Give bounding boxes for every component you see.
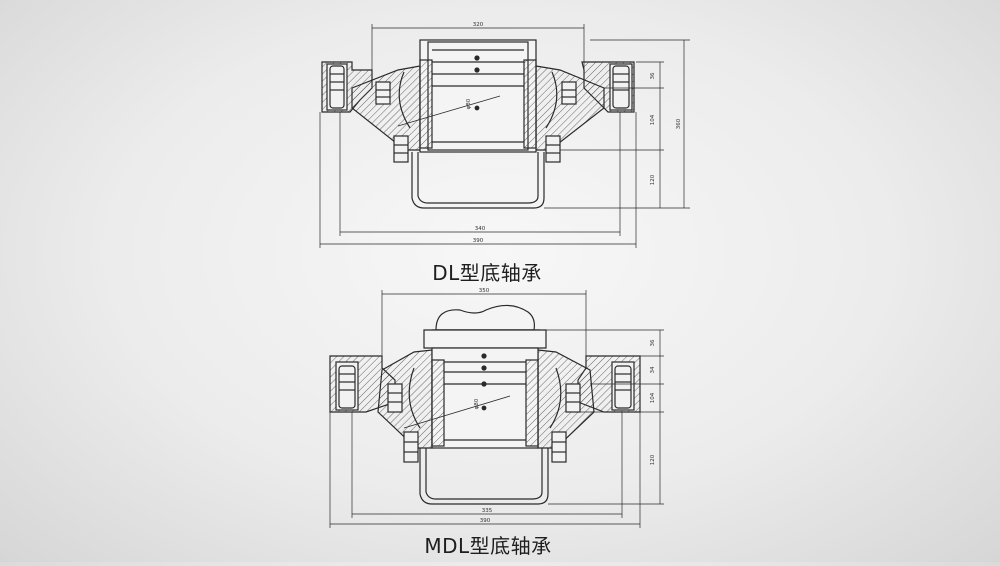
- mdl-dim-bore: φ80: [474, 398, 480, 409]
- mdl-dimension-labels: 350 335 390 36 34 104 120 φ80: [474, 288, 656, 524]
- mdl-dim-top-width: 350: [479, 288, 490, 294]
- mdl-caption: MDL型底轴承: [424, 534, 552, 558]
- mdl-dim-h1: 36: [650, 339, 656, 346]
- mdl-dim-h3: 104: [650, 392, 656, 403]
- mdl-dim-h4: 120: [650, 454, 656, 465]
- dl-dim-h3: 120: [650, 174, 656, 185]
- dl-dimension-labels: 320 340 390 36 104 120 360 φ80: [466, 22, 682, 244]
- mdl-dim-bottom-outer: 390: [480, 518, 491, 524]
- mdl-dim-h2: 34: [650, 366, 656, 373]
- dl-dim-h1: 36: [650, 72, 656, 79]
- dl-dim-bottom-outer: 390: [473, 238, 484, 244]
- mdl-bearing-drawing: [329, 290, 664, 528]
- dl-dim-top-width: 320: [473, 22, 484, 28]
- dl-caption: DL型底轴承: [432, 261, 542, 285]
- dl-dim-bottom-inner: 340: [475, 226, 486, 232]
- dl-bearing-drawing: [319, 24, 690, 248]
- dl-dim-bore: φ80: [466, 98, 472, 109]
- dl-dim-overall: 360: [676, 118, 682, 129]
- dl-dim-h2: 104: [650, 114, 656, 125]
- mdl-dim-bottom-inner: 335: [482, 508, 493, 514]
